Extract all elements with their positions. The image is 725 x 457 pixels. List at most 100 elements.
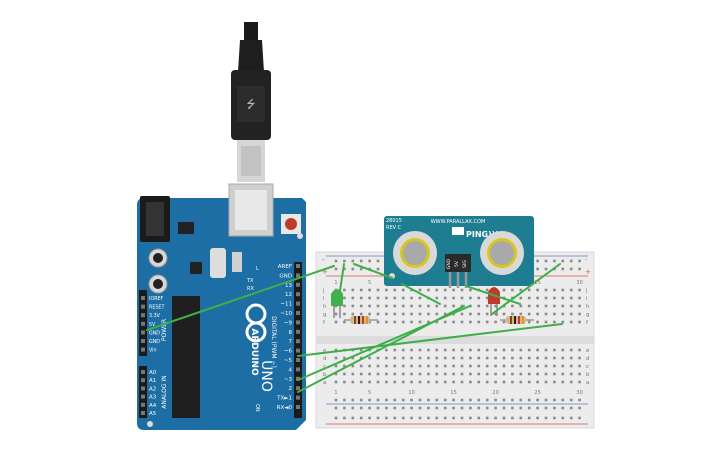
breadboard-hole[interactable] [527,296,531,300]
breadboard-hole[interactable] [401,312,405,316]
breadboard-hole[interactable] [385,380,388,384]
breadboard-hole[interactable] [410,406,413,410]
breadboard-hole[interactable] [452,348,455,352]
breadboard-hole[interactable] [435,356,439,360]
breadboard-hole[interactable] [418,380,422,384]
breadboard-hole[interactable] [519,406,523,410]
breadboard-hole[interactable] [578,398,581,402]
resistor-1[interactable] [344,316,378,324]
breadboard-hole[interactable] [536,398,539,402]
breadboard-hole[interactable] [435,288,439,292]
breadboard-hole[interactable] [343,356,346,360]
breadboard-hole[interactable] [452,364,455,368]
breadboard-hole[interactable] [527,348,531,352]
breadboard-hole[interactable] [427,398,430,402]
breadboard-hole[interactable] [418,406,422,410]
breadboard-hole[interactable] [544,348,548,352]
breadboard-hole[interactable] [553,304,556,308]
breadboard-hole[interactable] [494,398,497,402]
breadboard-hole[interactable] [418,364,422,368]
power-pin[interactable] [141,304,145,309]
breadboard-hole[interactable] [569,406,573,410]
breadboard-hole[interactable] [435,304,439,308]
breadboard-hole[interactable] [376,406,380,410]
breadboard-hole[interactable] [494,364,497,368]
power-pin[interactable] [141,339,145,343]
breadboard-hole[interactable] [485,296,489,300]
breadboard-hole[interactable] [527,304,531,308]
breadboard-hole[interactable] [485,406,489,410]
breadboard-hole[interactable] [561,320,565,324]
breadboard-hole[interactable] [443,398,447,402]
breadboard-hole[interactable] [536,372,539,376]
breadboard-hole[interactable] [460,364,464,368]
breadboard-hole[interactable] [544,398,548,402]
wire-red-led-to-rail[interactable] [491,263,561,315]
breadboard-hole[interactable] [460,406,464,410]
reset-button[interactable] [285,218,297,230]
breadboard-hole[interactable] [494,372,497,376]
breadboard-hole[interactable] [469,364,472,368]
breadboard-hole[interactable] [443,356,447,360]
breadboard-hole[interactable] [561,288,565,292]
breadboard-hole[interactable] [385,406,388,410]
breadboard-hole[interactable] [569,364,573,368]
breadboard-hole[interactable] [578,356,581,360]
breadboard-hole[interactable] [544,320,548,324]
breadboard-hole[interactable] [452,372,455,376]
breadboard-hole[interactable] [536,288,539,292]
breadboard-hole[interactable] [469,296,472,300]
breadboard-hole[interactable] [527,288,531,292]
breadboard-hole[interactable] [561,416,565,420]
breadboard-hole[interactable] [343,406,346,410]
breadboard-hole[interactable] [569,380,573,384]
breadboard-hole[interactable] [527,356,531,360]
breadboard-hole[interactable] [578,416,581,420]
breadboard-hole[interactable] [351,416,355,420]
breadboard-hole[interactable] [343,296,346,300]
breadboard-hole[interactable] [359,296,363,300]
breadboard-hole[interactable] [385,296,388,300]
breadboard-hole[interactable] [410,364,413,368]
breadboard-hole[interactable] [401,398,405,402]
breadboard-hole[interactable] [376,259,380,263]
digital-pin[interactable] [296,405,300,409]
breadboard-hole[interactable] [368,406,371,410]
breadboard-hole[interactable] [443,288,447,292]
breadboard-hole[interactable] [502,364,506,368]
breadboard-hole[interactable] [376,288,380,292]
breadboard-hole[interactable] [569,312,573,316]
breadboard-hole[interactable] [401,416,405,420]
breadboard-hole[interactable] [401,380,405,384]
breadboard-hole[interactable] [561,259,565,263]
breadboard-hole[interactable] [536,356,539,360]
breadboard-hole[interactable] [527,406,531,410]
breadboard-hole[interactable] [427,406,430,410]
breadboard-hole[interactable] [452,320,455,324]
breadboard-hole[interactable] [410,372,413,376]
breadboard-hole[interactable] [385,312,388,316]
breadboard-hole[interactable] [477,312,481,316]
breadboard-hole[interactable] [553,364,556,368]
breadboard-hole[interactable] [460,288,464,292]
breadboard-hole[interactable] [502,380,506,384]
breadboard-hole[interactable] [376,267,380,271]
power-pin[interactable] [141,347,145,352]
breadboard-hole[interactable] [452,406,455,410]
breadboard-hole[interactable] [393,406,397,410]
breadboard-hole[interactable] [443,364,447,368]
digital-pin[interactable] [296,311,300,315]
breadboard-hole[interactable] [477,372,481,376]
breadboard-hole[interactable] [359,267,363,271]
breadboard-hole[interactable] [410,320,413,324]
ping-pin-leg[interactable] [448,272,452,288]
breadboard-hole[interactable] [418,296,422,300]
breadboard-hole[interactable] [553,372,556,376]
digital-pin[interactable] [296,348,300,353]
breadboard-hole[interactable] [519,356,523,360]
ping-pin-leg[interactable] [456,272,460,288]
breadboard-hole[interactable] [469,320,472,324]
breadboard-hole[interactable] [401,364,405,368]
breadboard-hole[interactable] [527,398,531,402]
breadboard-hole[interactable] [544,380,548,384]
